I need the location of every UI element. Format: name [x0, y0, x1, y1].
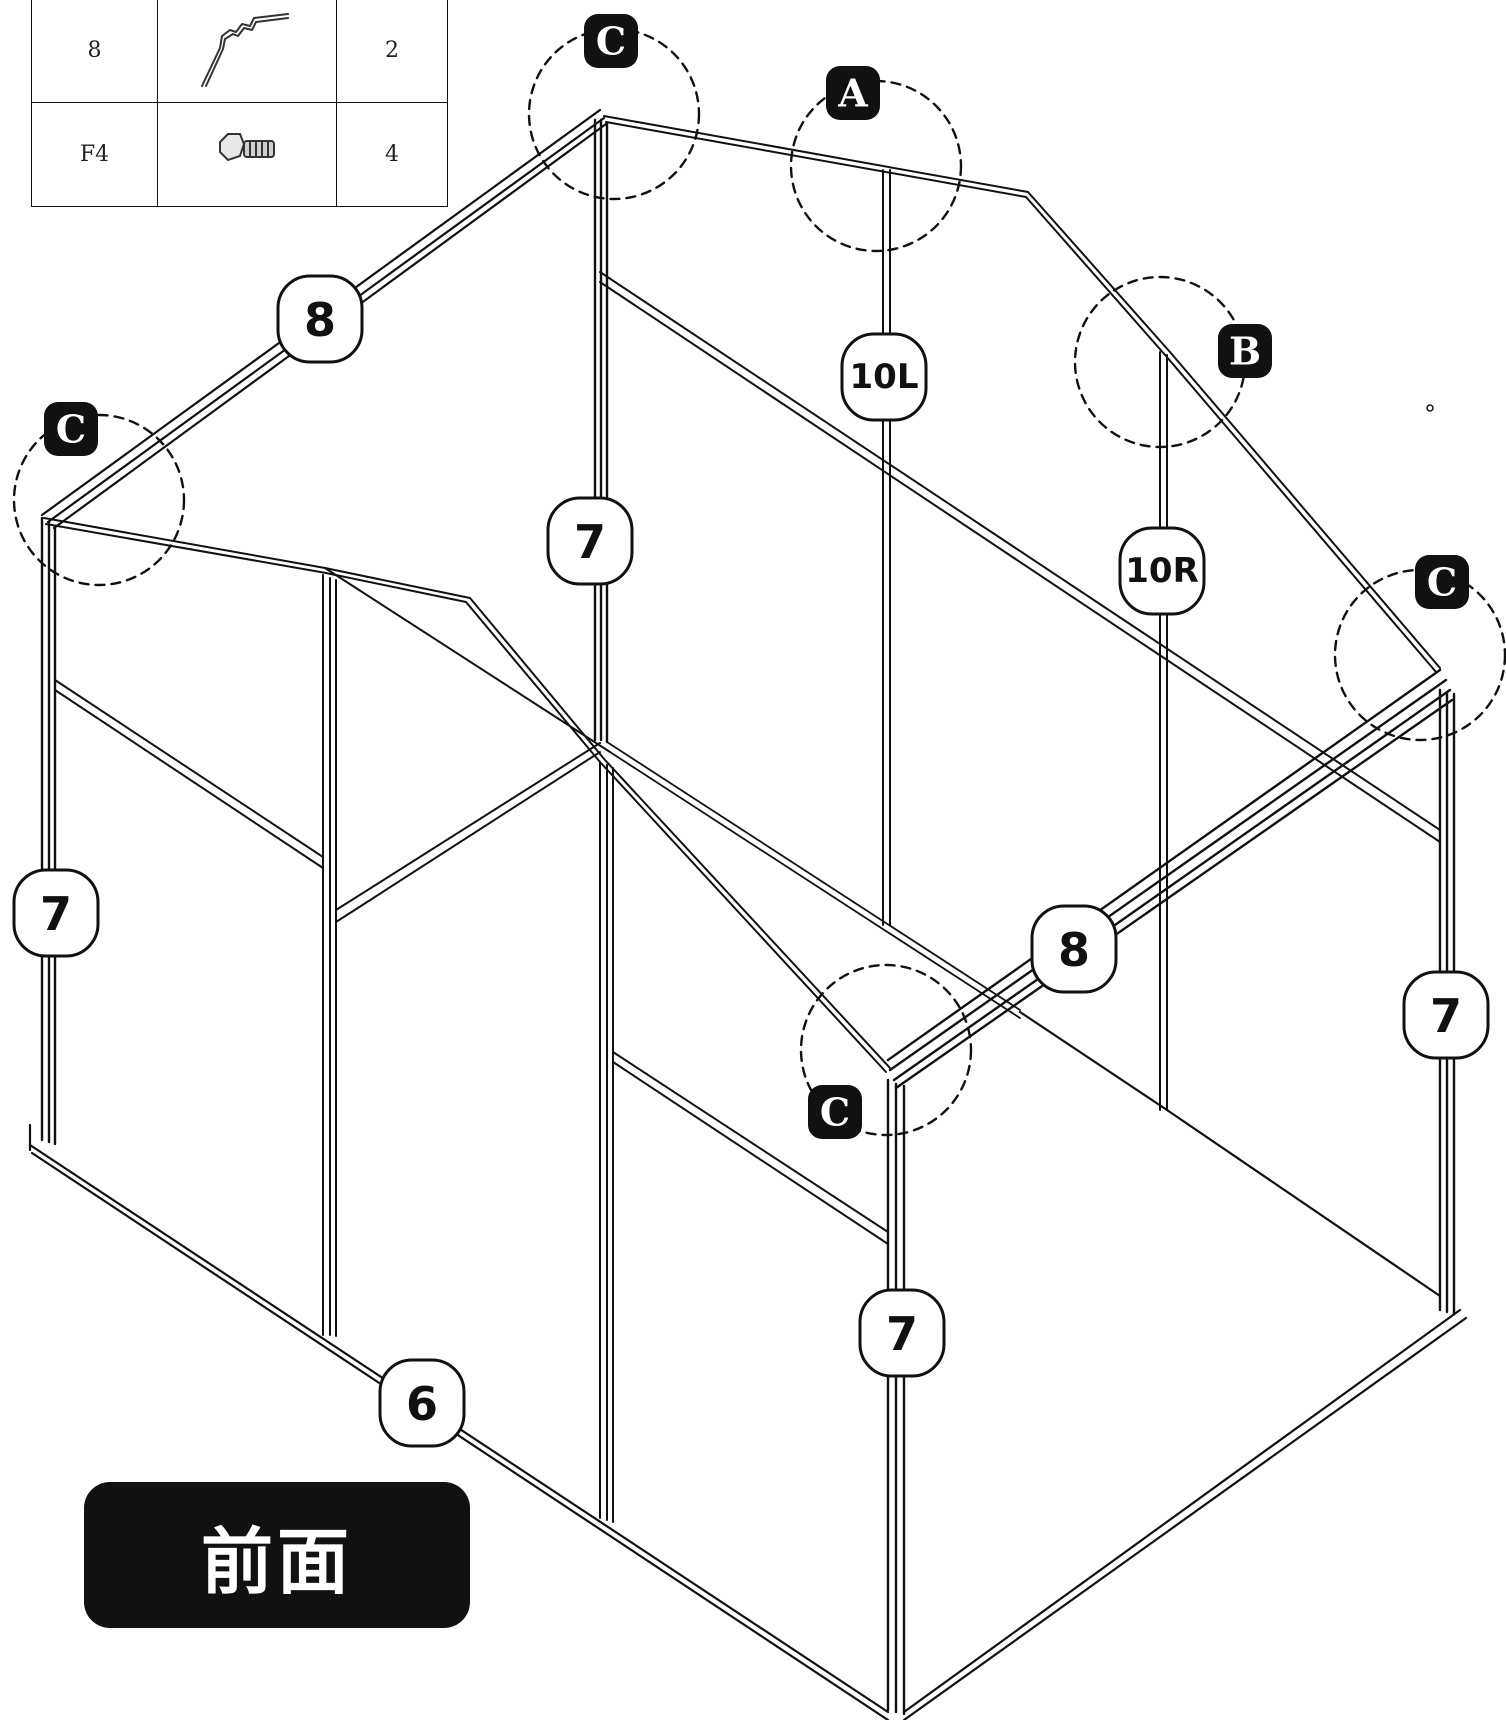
mid-rail-diagonal	[606, 741, 1021, 1019]
label-stud-10l: 10L	[840, 332, 928, 422]
tag-b-text: B	[1229, 329, 1261, 374]
post-front	[886, 1078, 906, 1716]
tag-c-top: C	[584, 14, 638, 68]
post-left	[40, 516, 57, 1146]
tag-c-right: C	[1415, 555, 1469, 609]
label-ridge-right-text: 8	[1058, 923, 1090, 977]
label-base-front: 6	[378, 1358, 466, 1448]
label-stud-10r: 10R	[1118, 526, 1206, 616]
parts-table-row: F4 4	[31, 102, 448, 207]
label-post-back-center: 7	[546, 496, 634, 586]
tag-c-top-text: C	[596, 19, 626, 64]
stud-10r	[1159, 351, 1168, 1111]
part-number-labels: 8 7 10L 10R 7 8 7 7	[12, 274, 1490, 1448]
stud-10l	[882, 169, 891, 926]
tag-c-bottom-text: C	[820, 1090, 850, 1135]
back-side-rail	[599, 271, 1441, 843]
tag-a: A	[826, 66, 880, 120]
quantity-cell: 2	[336, 0, 448, 103]
label-ridge-left: 8	[276, 274, 364, 364]
front-stud-center	[599, 761, 614, 1523]
callout-circle-c-left	[12, 413, 186, 587]
label-post-back-center-text: 7	[574, 515, 606, 569]
label-post-right: 7	[1402, 970, 1490, 1060]
part-number-cell: 8	[31, 0, 158, 103]
part-number-cell: F4	[31, 102, 158, 207]
label-post-left-text: 7	[40, 887, 72, 941]
tag-c-right-text: C	[1427, 560, 1457, 605]
tag-b: B	[1218, 324, 1272, 378]
label-post-front-text: 7	[886, 1307, 918, 1361]
quantity-cell: 4	[336, 102, 448, 207]
post-back-center	[593, 118, 609, 744]
left-side-rail	[54, 679, 324, 869]
front-side-label: 前面	[84, 1482, 470, 1628]
tag-c-left: C	[44, 402, 98, 456]
front-stud-left	[322, 574, 337, 1337]
parts-table: 8 2 F4 4	[31, 0, 448, 207]
tag-c-left-text: C	[56, 407, 86, 452]
small-dot	[1426, 404, 1434, 412]
label-ridge-right: 8	[1030, 904, 1118, 994]
label-ridge-left-text: 8	[304, 293, 336, 347]
label-post-right-text: 7	[1430, 989, 1462, 1043]
callout-circle-c-bottom	[799, 963, 973, 1137]
label-post-left: 7	[12, 868, 100, 958]
callout-tags: C A B C C C	[44, 14, 1469, 1139]
label-stud-10r-text: 10R	[1125, 551, 1199, 591]
label-post-front: 7	[858, 1288, 946, 1378]
back-roof-line	[603, 115, 1441, 673]
right-ridge-beam	[886, 668, 1454, 1090]
bolt-icon	[157, 102, 337, 207]
label-stud-10l-text: 10L	[850, 357, 919, 397]
label-base-front-text: 6	[406, 1377, 438, 1431]
front-gable-rail	[335, 742, 889, 1245]
front-roof-line	[43, 517, 891, 1073]
ridge-bar-icon	[157, 0, 337, 103]
tag-c-bottom: C	[808, 1085, 862, 1139]
parts-table-row: 8 2	[31, 0, 448, 103]
tag-a-text: A	[837, 71, 868, 116]
